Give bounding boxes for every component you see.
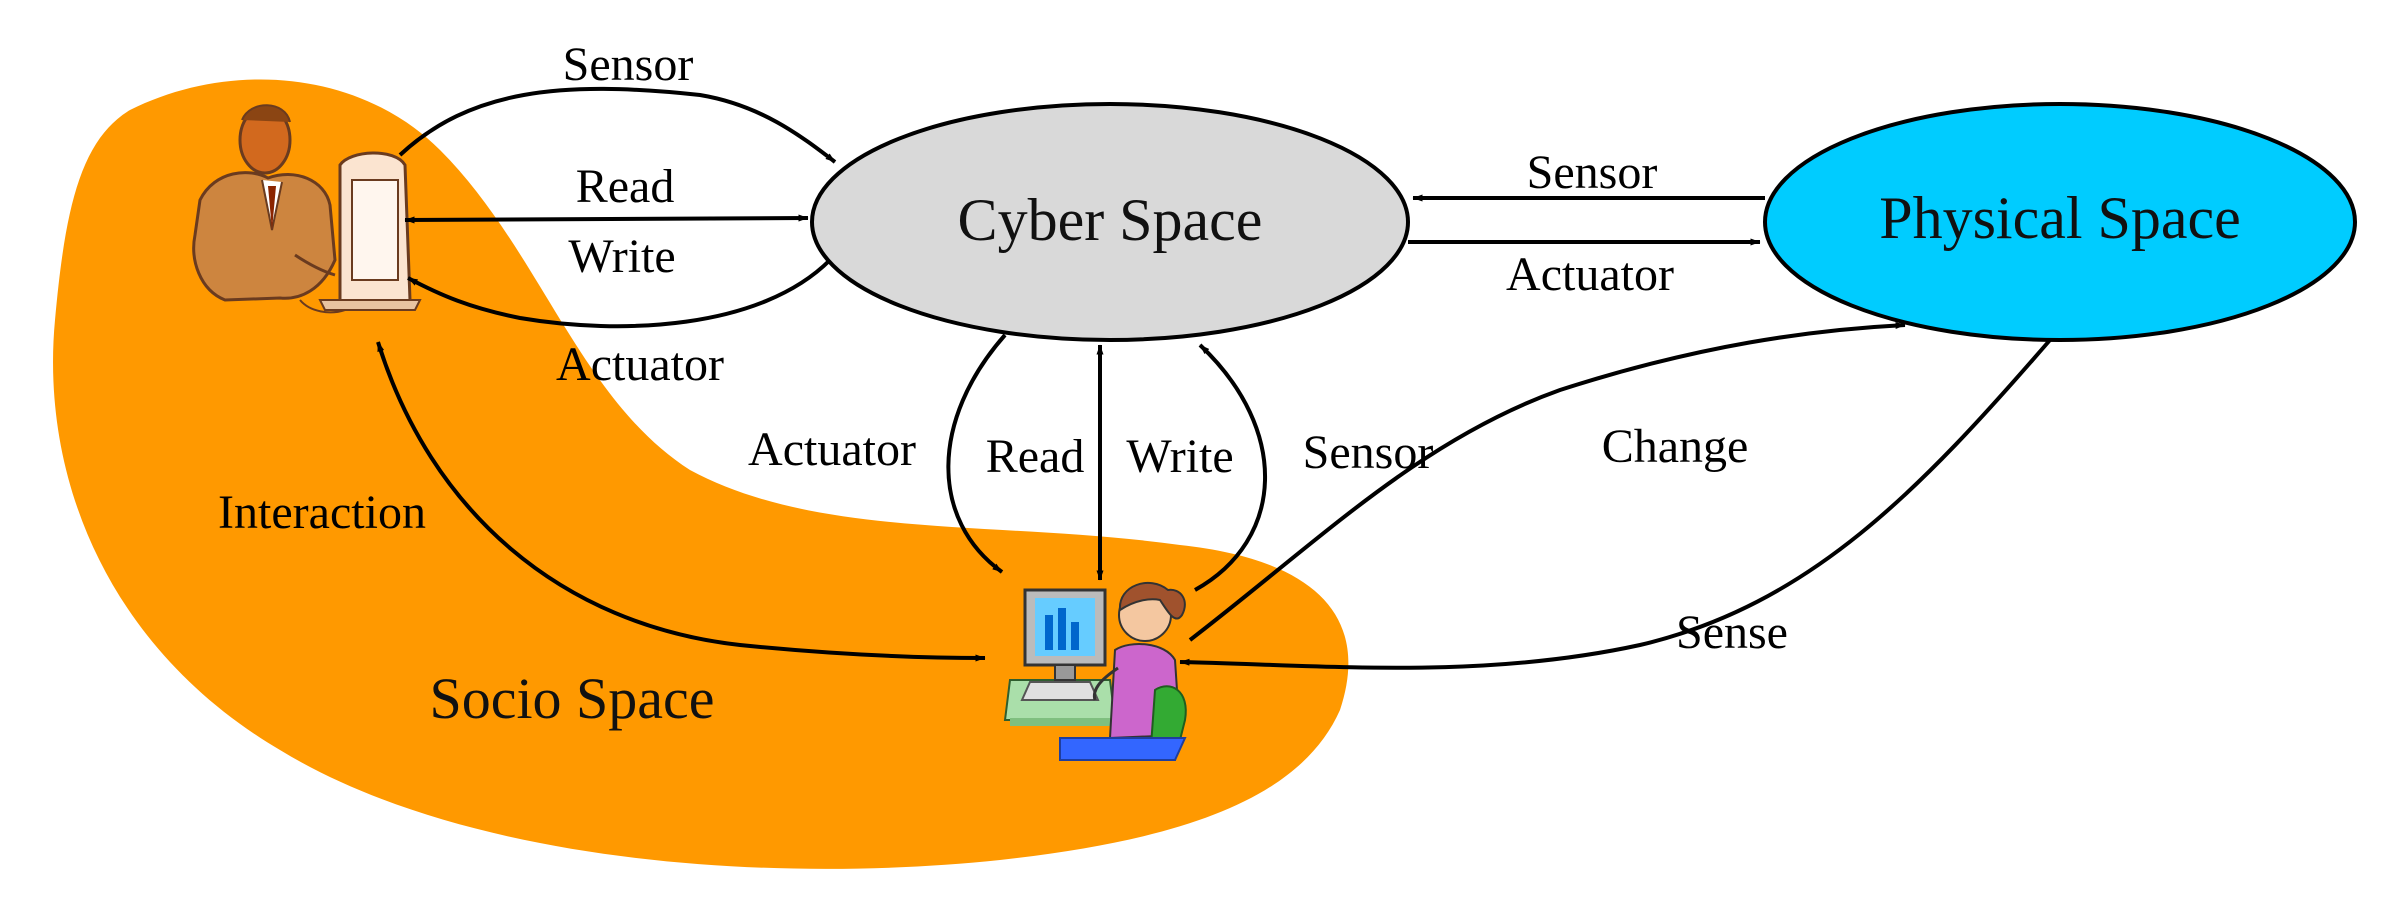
label-physical-to-woman-sense: Sense bbox=[1676, 606, 1788, 659]
woman-at-computer-icon bbox=[1003, 581, 1187, 761]
label-woman-cyber-read: Read bbox=[986, 430, 1085, 483]
edge-woman-to-physical-change bbox=[1188, 322, 1906, 642]
edge-physical-to-woman-sense bbox=[1179, 338, 2052, 670]
label-physical-to-cyber-sensor: Sensor bbox=[1527, 146, 1658, 199]
physical-space-node bbox=[1763, 102, 2357, 342]
label-cyber-to-woman-actuator: Actuator bbox=[748, 423, 916, 476]
edges bbox=[376, 86, 2052, 670]
cyber-space-node bbox=[810, 102, 1410, 342]
label-man-woman-interaction: Interaction bbox=[218, 486, 426, 539]
cyber-space-label: Cyber Space bbox=[958, 187, 1263, 253]
label-man-cyber-write: Write bbox=[568, 230, 675, 283]
edge-woman-to-cyber-sensor bbox=[1194, 343, 1268, 592]
edge-cyber-to-man-actuator bbox=[407, 258, 832, 329]
socio-space-label: Socio Space bbox=[429, 666, 714, 731]
edge-man-to-cyber-sensor bbox=[398, 86, 837, 164]
physical-space-label: Physical Space bbox=[1879, 185, 2241, 251]
label-cyber-to-man-actuator: Actuator bbox=[556, 338, 724, 391]
man-at-computer-icon bbox=[192, 104, 422, 314]
label-woman-to-physical-change: Change bbox=[1602, 420, 1749, 473]
label-woman-cyber-write: Write bbox=[1126, 430, 1233, 483]
edge-man-cyber-read-write bbox=[404, 214, 809, 224]
label-man-to-cyber-sensor: Sensor bbox=[563, 38, 694, 91]
label-woman-to-cyber-sensor: Sensor bbox=[1303, 426, 1434, 479]
label-man-cyber-read: Read bbox=[576, 160, 675, 213]
label-cyber-to-physical-actuator: Actuator bbox=[1506, 248, 1674, 301]
edge-man-woman-interaction bbox=[376, 341, 986, 662]
